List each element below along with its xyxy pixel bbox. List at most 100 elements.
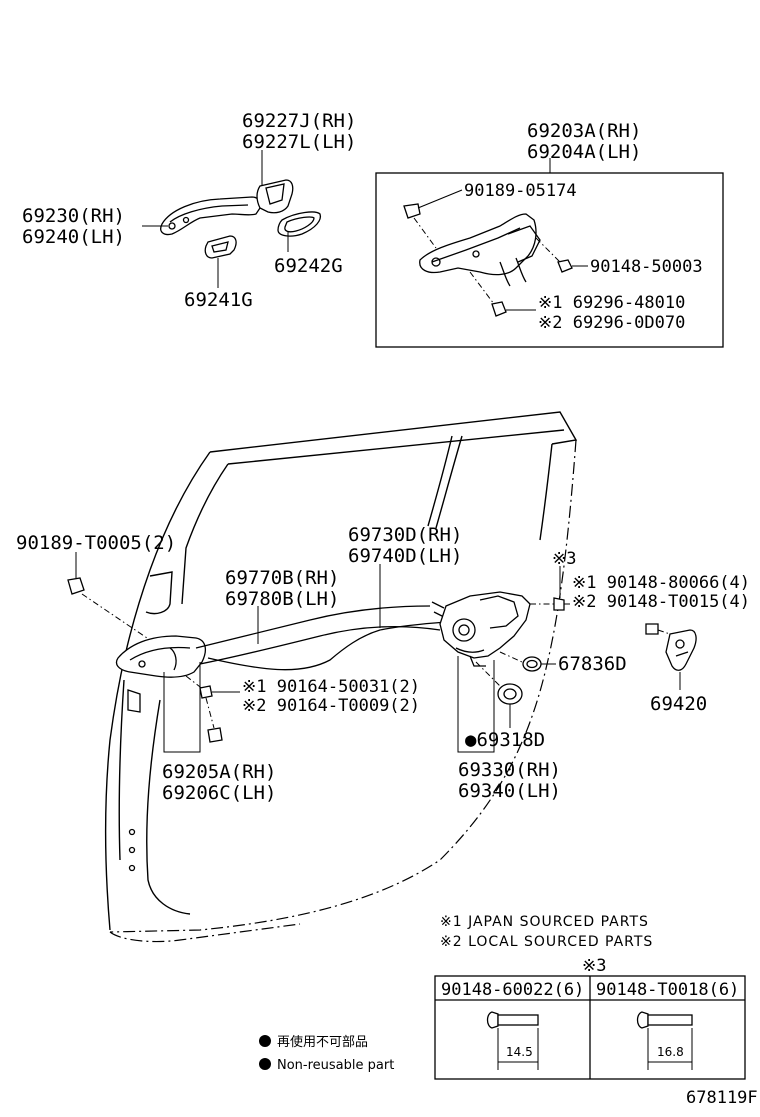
label-69206c: 69206C(LH)	[162, 782, 276, 804]
label-69740d: 69740D(LH)	[348, 545, 462, 567]
door-bottom-dashed	[109, 923, 301, 943]
frame-hole-2	[472, 250, 480, 258]
screw-2-dim-text: 16.8	[657, 1045, 684, 1059]
door-inner-edge	[118, 679, 125, 861]
label-69240: 69240(LH)	[22, 226, 125, 248]
outside-handle-hole-2	[182, 216, 190, 224]
screw-1-shank	[497, 1014, 539, 1026]
screw-2-shank	[647, 1014, 693, 1026]
outside-handle-detail	[169, 204, 249, 223]
striker-69420-shape	[665, 629, 697, 671]
bolt-69296-shape	[491, 301, 507, 317]
door-window-divider-1	[427, 435, 453, 527]
door-lock-lower	[455, 647, 485, 653]
label-67836d: 67836D	[558, 653, 627, 675]
dash-lock-seal	[499, 651, 523, 663]
cable-69770b-1	[195, 605, 431, 649]
door-lock-wheel-hub	[458, 624, 470, 636]
legend-en: Non-reusable part	[277, 1058, 394, 1073]
label-69318d: ●69318D	[465, 729, 545, 751]
screw-2-head	[636, 1011, 649, 1029]
door-front-notch	[145, 571, 173, 615]
seal-67836d-inner	[526, 659, 538, 669]
pad-69241g-inner	[211, 241, 229, 253]
legend-bullet-en	[259, 1058, 271, 1070]
leader-69330	[457, 656, 495, 753]
leader-69205a	[163, 662, 201, 753]
label-69227j: 69227J(RH)	[242, 110, 356, 132]
frame-mechanism	[507, 225, 541, 263]
inner-handle-lever	[169, 647, 177, 671]
dash-striker	[657, 629, 671, 635]
note-japan-sourced: ※1 JAPAN SOURCED PARTS	[440, 914, 649, 930]
door-window-divider-2	[435, 435, 463, 529]
door-outer-rear-dashed	[109, 439, 577, 933]
frame-body-shape	[419, 213, 537, 276]
screw-90164-lower-shape	[207, 727, 223, 743]
inner-handle-shape	[115, 635, 207, 678]
label-69340: 69340(LH)	[458, 780, 561, 802]
screw-90164-shape	[199, 685, 213, 699]
lock-group: ※3 ※1 90148-80066(4) ※2 90148-T0015(4) 6…	[439, 549, 750, 802]
note-local-sourced: ※2 LOCAL SOURCED PARTS	[440, 934, 653, 950]
label-90148-t0015: ※2 90148-T0015(4)	[572, 592, 750, 612]
label-69420: 69420	[650, 693, 707, 715]
label-90164-50031: ※1 90164-50031(2)	[242, 677, 420, 697]
leader-90189-05174	[417, 189, 463, 209]
grommet-69318d-shape	[497, 683, 523, 705]
dash-frame-screw	[535, 237, 561, 263]
screw-table: 90148-60022(6) 90148-T0018(6) 14.5 16.8	[434, 975, 746, 1080]
label-69203a: 69203A(RH)	[527, 120, 641, 142]
door-inner-panel	[146, 699, 191, 915]
label-90189-t0005: 90189-T0005(2)	[16, 532, 176, 554]
door-inner-slot-1	[127, 689, 141, 713]
dash-screw-lower	[205, 697, 215, 729]
clip-90189-05174-shape	[403, 203, 421, 219]
outside-handle-assy-shape	[160, 196, 262, 236]
figure-id: 678119F	[686, 1088, 758, 1108]
screw-90148-50003-shape	[557, 259, 573, 273]
frame-wire-2	[515, 257, 527, 283]
label-mark3-top: ※3	[552, 549, 576, 569]
clip-90189-t0005-shape	[67, 577, 85, 595]
cable-69770b-2	[199, 626, 441, 665]
screw-1-head	[486, 1011, 499, 1029]
dash-lock-grommet	[475, 661, 501, 687]
label-69204a: 69204A(LH)	[527, 141, 641, 163]
door-outer-front	[104, 451, 211, 931]
striker-screw-shape	[645, 623, 659, 635]
label-69227l: 69227L(LH)	[242, 131, 356, 153]
striker-hole	[675, 639, 685, 649]
frame-wire-1	[499, 261, 511, 287]
door-hole-3	[128, 864, 136, 872]
door-lock-tab	[469, 655, 486, 667]
inner-handle-group: 90189-T0005(2) 69730D(RH) 69740D(LH) 697…	[16, 524, 462, 804]
screw-90148-80066-shape	[553, 597, 565, 611]
pad-69241g-shape	[204, 235, 237, 259]
label-69780b: 69780B(LH)	[225, 588, 339, 610]
inner-handle-hole	[138, 660, 146, 668]
label-69330: 69330(RH)	[458, 759, 561, 781]
legend-jp: 再使用不可部品	[277, 1034, 368, 1050]
label-90148-50003: 90148-50003	[590, 257, 703, 277]
door-outline	[104, 411, 578, 943]
legend-bullet-jp	[259, 1035, 271, 1047]
screw-table-col2-header: 90148-T0018(6)	[596, 980, 739, 1000]
label-69241g: 69241G	[184, 289, 253, 311]
label-90164-t0009: ※2 90164-T0009(2)	[242, 696, 420, 716]
dash-frame-bolt	[469, 271, 495, 305]
screw-1-dim-text: 14.5	[506, 1045, 533, 1059]
label-69296-0d070: ※2 69296-0D070	[538, 313, 685, 333]
label-90148-80066: ※1 90148-80066(4)	[572, 573, 750, 593]
frame-group: 69203A(RH) 69204A(LH) 90189-05174 90148-…	[375, 120, 724, 348]
door-lock-wheel	[452, 618, 476, 642]
door-top-edge	[209, 411, 578, 453]
grommet-69318d-inner	[503, 688, 517, 700]
dash-clip-handle	[81, 593, 151, 641]
door-hole-1	[128, 828, 136, 836]
screw-table-col1-header: 90148-60022(6)	[441, 980, 584, 1000]
inner-handle-detail	[129, 646, 191, 661]
outside-handle-group: 69227J(RH) 69227L(LH) 69230(RH) 69240(LH…	[22, 110, 356, 311]
